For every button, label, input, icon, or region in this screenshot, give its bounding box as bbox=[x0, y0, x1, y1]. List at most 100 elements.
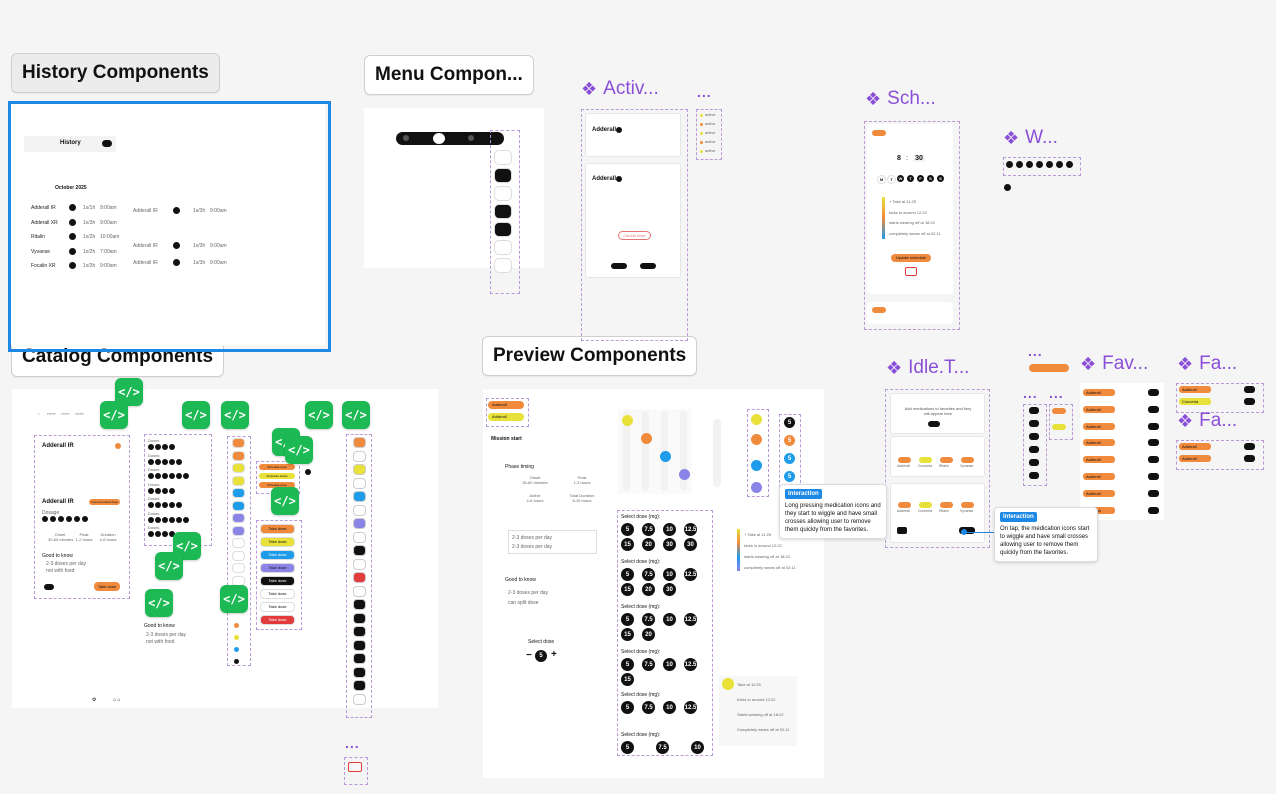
dose-group[interactable]: Doses bbox=[148, 511, 208, 524]
fa2-component-label[interactable]: ❖ Fa... bbox=[1177, 410, 1237, 432]
menu-components-label[interactable]: Menu Compon... bbox=[364, 55, 534, 95]
dose-knob[interactable]: 5 bbox=[784, 417, 795, 428]
dose-dot[interactable] bbox=[42, 516, 48, 522]
fav-icon[interactable] bbox=[1029, 420, 1039, 427]
favorite-row[interactable]: Adderall bbox=[1083, 388, 1161, 398]
favorite-row[interactable]: Adderall bbox=[1083, 489, 1161, 499]
preview-frame[interactable]: Adderall Adderall Mission start Phase ti… bbox=[483, 389, 824, 778]
dose-dot[interactable] bbox=[162, 531, 168, 537]
color-dot[interactable] bbox=[232, 525, 245, 536]
med-action-icon[interactable] bbox=[1148, 439, 1159, 447]
color-dot[interactable] bbox=[234, 635, 239, 640]
day-toggle[interactable]: F bbox=[917, 175, 924, 182]
week-day-dot[interactable] bbox=[1004, 184, 1011, 191]
fa-row[interactable]: Adderall bbox=[1179, 454, 1261, 464]
week-day-dot[interactable] bbox=[1056, 161, 1063, 168]
edit-button[interactable] bbox=[897, 527, 907, 534]
active-side-item[interactable]: active bbox=[700, 130, 718, 137]
dose-dot[interactable] bbox=[148, 487, 154, 494]
menu-active-icon[interactable] bbox=[433, 133, 445, 144]
dose-option[interactable]: 10 bbox=[663, 701, 676, 714]
dose-option[interactable]: 15 bbox=[621, 583, 634, 596]
embed-code-icon[interactable]: </> bbox=[285, 436, 313, 464]
dose-option[interactable]: 12.5 bbox=[684, 613, 697, 626]
color-knob[interactable] bbox=[751, 482, 762, 493]
embed-code-icon[interactable]: </> bbox=[221, 401, 249, 429]
delete-icon[interactable] bbox=[905, 267, 917, 276]
med-pill[interactable] bbox=[1052, 408, 1066, 414]
med-pill[interactable] bbox=[872, 307, 886, 313]
color-knob[interactable] bbox=[751, 434, 762, 445]
schedule-time[interactable]: 8 : 30 bbox=[897, 155, 925, 162]
embed-code-icon[interactable]: </> bbox=[155, 552, 183, 580]
dose-option[interactable]: 5 bbox=[621, 568, 634, 581]
more-dots-icon[interactable]: ... bbox=[1049, 385, 1064, 401]
icon-variant[interactable] bbox=[353, 693, 366, 705]
week-day-dot[interactable] bbox=[1016, 161, 1023, 168]
embed-code-icon[interactable]: </> bbox=[182, 401, 210, 429]
dose-option[interactable]: 7.5 bbox=[642, 613, 655, 626]
embed-code-icon[interactable]: </> bbox=[220, 585, 248, 613]
med-action-icon[interactable] bbox=[1244, 455, 1255, 462]
slider-knob[interactable] bbox=[660, 451, 671, 462]
dose-dot[interactable] bbox=[155, 531, 161, 537]
nav-history-button[interactable] bbox=[640, 263, 656, 269]
favorite-row[interactable]: Adderall bbox=[1083, 405, 1161, 415]
menu-variant-icon[interactable] bbox=[494, 204, 512, 219]
minus-icon[interactable]: − bbox=[526, 650, 532, 661]
week-component-label[interactable]: ❖ W... bbox=[1003, 127, 1058, 149]
color-dot[interactable] bbox=[232, 488, 245, 498]
fa-row[interactable]: Adderall bbox=[1179, 385, 1261, 395]
dose-option[interactable]: 15 bbox=[621, 628, 634, 641]
dose-option[interactable]: 12.5 bbox=[684, 568, 697, 581]
color-dot[interactable] bbox=[232, 450, 245, 461]
icon-variant[interactable] bbox=[353, 504, 366, 516]
dose-dot[interactable] bbox=[148, 458, 154, 465]
color-dot[interactable] bbox=[232, 500, 245, 511]
dose-option[interactable]: 10 bbox=[663, 523, 676, 536]
dose-option[interactable]: 15 bbox=[621, 538, 634, 551]
icon-variant[interactable] bbox=[353, 491, 366, 502]
idle-component-label[interactable]: ❖ Idle.T... bbox=[886, 357, 969, 379]
dose-option[interactable]: 5 bbox=[621, 741, 634, 754]
take-dose-pill[interactable]: Take dose bbox=[260, 563, 295, 573]
color-knob[interactable] bbox=[751, 460, 762, 471]
embed-code-icon[interactable]: </> bbox=[145, 589, 173, 617]
take-dose-pill[interactable]: Take dose bbox=[260, 537, 295, 547]
day-toggle[interactable]: W bbox=[897, 175, 904, 182]
dose-option[interactable]: 7.5 bbox=[642, 568, 655, 581]
dose-option[interactable]: 5 bbox=[621, 523, 634, 536]
plus-icon[interactable]: + bbox=[551, 649, 557, 660]
dose-dot[interactable] bbox=[162, 516, 168, 523]
fa1-component-label[interactable]: ❖ Fa... bbox=[1177, 353, 1237, 375]
color-knob[interactable] bbox=[751, 414, 762, 425]
dose-dot[interactable] bbox=[176, 473, 182, 479]
dose-dot[interactable] bbox=[162, 487, 168, 494]
week-day-dot[interactable] bbox=[1026, 161, 1033, 168]
icon-variant[interactable] bbox=[353, 545, 366, 556]
week-day-dot[interactable] bbox=[1066, 161, 1073, 168]
idle-med[interactable]: Ritalin bbox=[938, 457, 958, 471]
more-dots-icon[interactable]: ... bbox=[1028, 343, 1043, 359]
preview-pill[interactable]: Adderall bbox=[488, 401, 524, 409]
med-pill[interactable] bbox=[1052, 424, 1066, 430]
icon-variant[interactable] bbox=[353, 626, 366, 637]
menu-variant-icon[interactable] bbox=[494, 168, 512, 183]
toggle-icon[interactable] bbox=[102, 140, 112, 147]
dose-dot[interactable] bbox=[155, 444, 161, 450]
dose-dot[interactable] bbox=[148, 502, 154, 508]
dose-option[interactable]: 20 bbox=[642, 538, 655, 551]
icon-variant[interactable] bbox=[353, 612, 366, 624]
catalog-frame[interactable]: • ▪▪▪▪▪▪ ▪▪▪▪▪▪ ▪▪▪▪▪▪ Adderall IR Adder… bbox=[12, 389, 438, 718]
nav-schedule-button[interactable] bbox=[611, 263, 627, 269]
dose-dot[interactable] bbox=[169, 502, 175, 508]
icon-variant[interactable] bbox=[353, 464, 366, 475]
dose-dot[interactable] bbox=[176, 458, 182, 465]
active-card[interactable]: Adderall bbox=[585, 113, 681, 157]
day-toggle[interactable]: S bbox=[937, 175, 944, 182]
schedule-pill[interactable]: Schedule dose bbox=[259, 482, 295, 488]
